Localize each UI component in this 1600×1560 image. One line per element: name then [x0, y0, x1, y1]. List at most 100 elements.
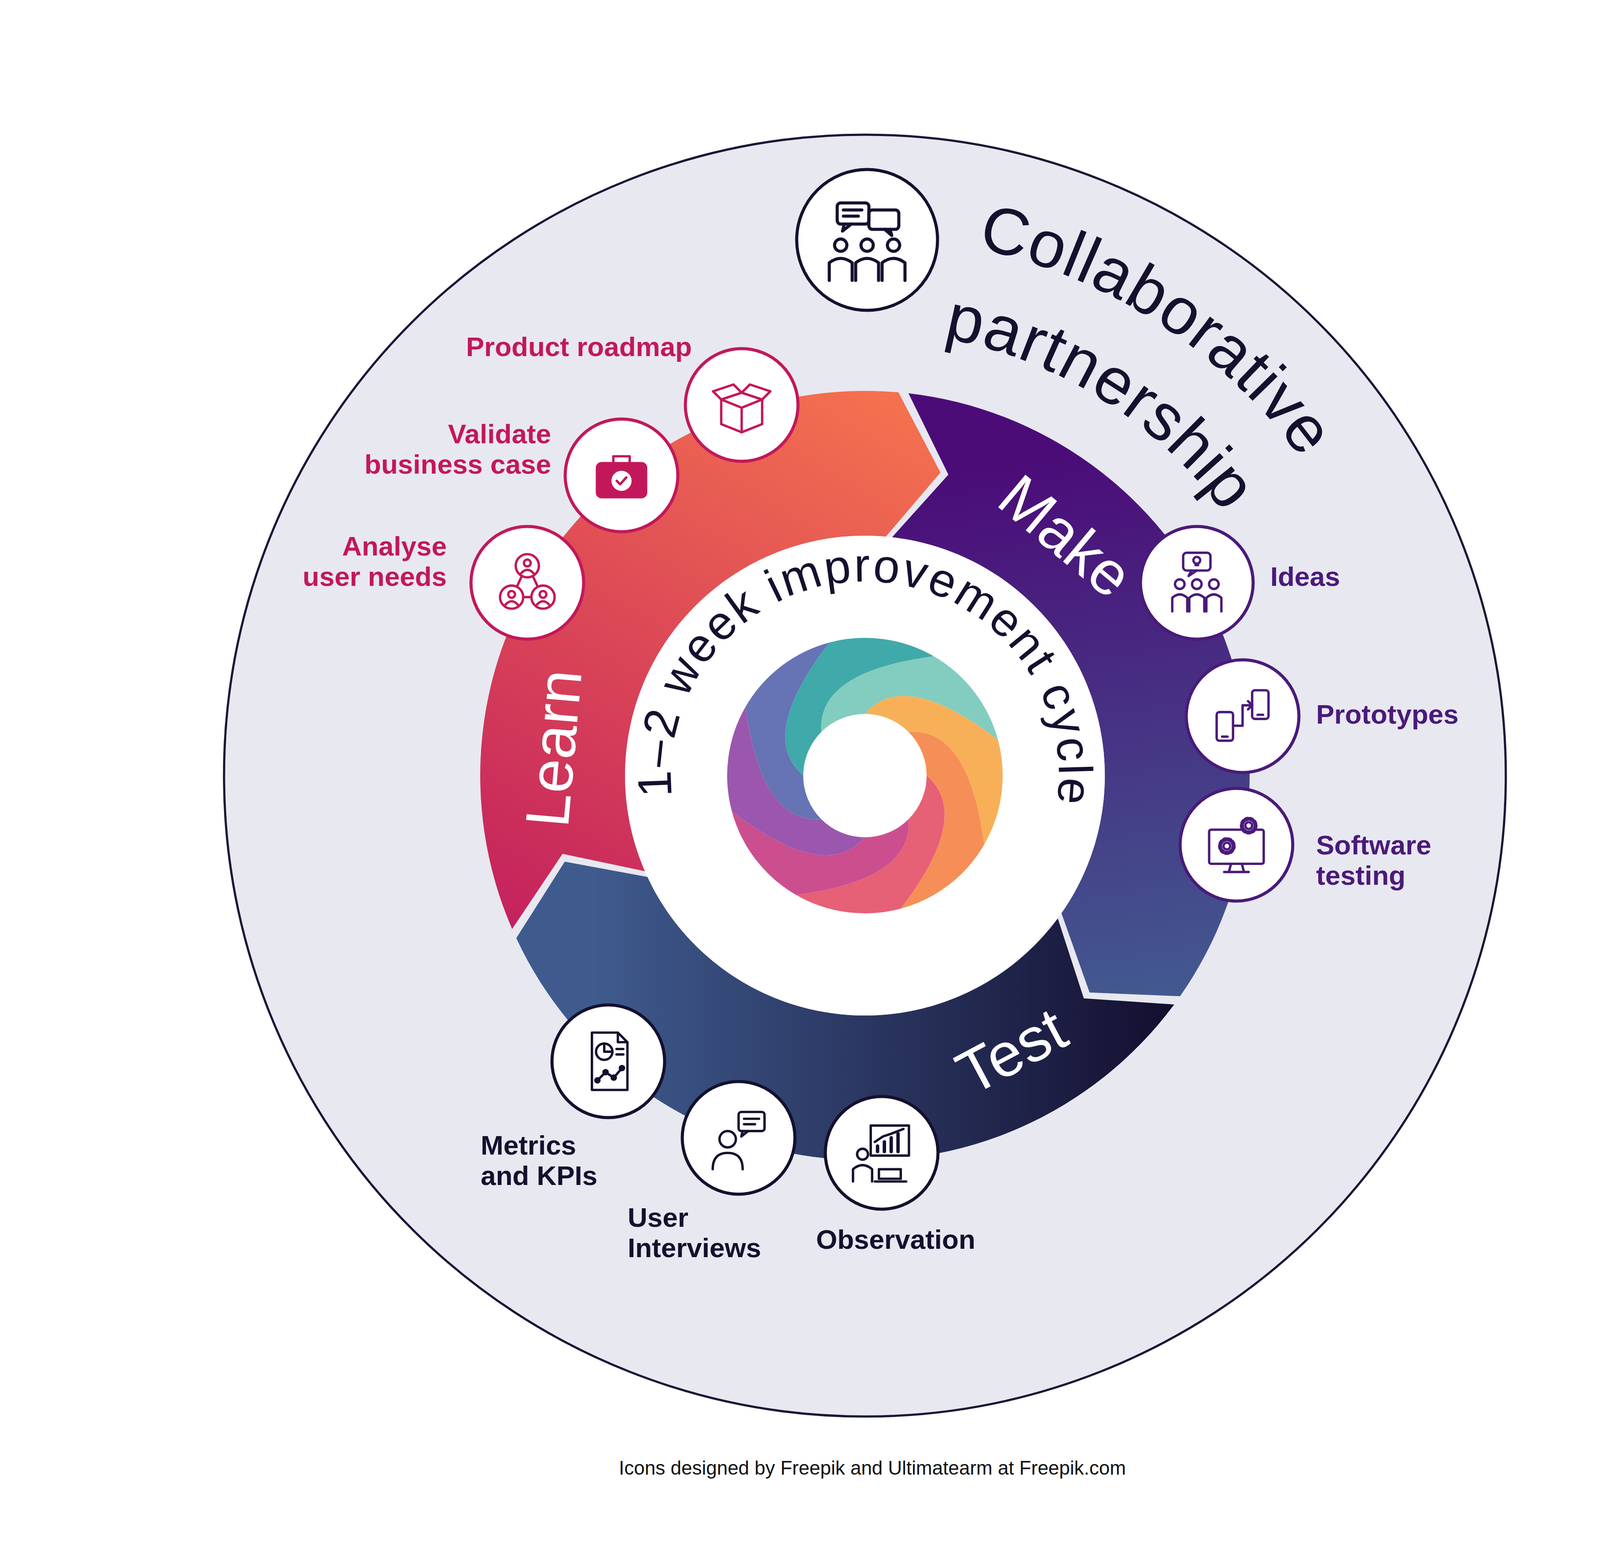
arc-letter: l — [1051, 763, 1100, 776]
hub-disc — [625, 535, 1105, 1016]
icon-circle: Metrics and KPIs — [550, 1003, 667, 1120]
icon-ring — [1180, 788, 1293, 902]
icon-stroke — [741, 1118, 759, 1137]
shape — [1184, 658, 1301, 775]
shape — [469, 524, 586, 641]
icon-stroke — [1191, 579, 1202, 589]
icon-interview — [712, 1111, 765, 1170]
icon-label: Ideas — [1270, 561, 1341, 592]
icon-stroke — [712, 1152, 743, 1170]
shape — [680, 1079, 797, 1196]
icon-label: Prototypes — [1316, 698, 1459, 730]
icon-stroke — [508, 591, 516, 599]
icon-stroke — [1241, 818, 1256, 833]
icon-stroke — [857, 1148, 869, 1160]
arc-letter: – — [630, 737, 681, 769]
outer-circle — [224, 134, 1506, 1417]
shape — [625, 535, 1105, 1016]
icon-label: Product roadmap — [466, 331, 692, 362]
icon-phones — [1216, 690, 1269, 741]
arc-letter: r — [853, 541, 871, 590]
arc-letter: p — [820, 541, 854, 593]
icon-stroke — [879, 1169, 902, 1179]
shape — [1178, 786, 1295, 903]
icon-ring — [1186, 659, 1299, 773]
icon-stroke — [505, 601, 518, 605]
icon-circle: Software testing — [1178, 786, 1295, 903]
icon-stroke — [1223, 842, 1231, 850]
icon-stroke — [595, 1078, 600, 1083]
icon-stroke — [875, 1129, 904, 1142]
icon-circle: Ideas — [1138, 524, 1255, 641]
icon-present — [853, 1125, 909, 1182]
arc-letter: e — [1049, 776, 1100, 807]
icon-stroke — [604, 1043, 624, 1055]
icon-people — [500, 554, 555, 609]
icon-stroke — [1245, 822, 1253, 830]
icon-stroke — [875, 1180, 907, 1183]
icon-stroke — [521, 570, 534, 574]
icon-stroke — [1183, 552, 1211, 571]
icon-stroke — [842, 209, 862, 232]
arc-letter: 2 — [634, 704, 688, 743]
icon-stroke — [500, 585, 524, 609]
icon-stroke — [597, 1068, 622, 1081]
segment-label: Learn — [516, 667, 592, 830]
icon-stroke — [713, 384, 771, 400]
icon-stroke — [1224, 863, 1249, 872]
icon-stroke — [721, 399, 763, 433]
icon-circle: Analyse user needs — [469, 524, 586, 641]
icon-label: Analyse user needs — [301, 530, 447, 593]
icon-label: Metrics and KPIs — [480, 1129, 599, 1192]
arc-letter: o — [871, 541, 903, 592]
icon-stroke — [611, 1075, 616, 1080]
icon-stroke — [537, 601, 550, 605]
icon-stroke — [1195, 563, 1199, 567]
icon-stroke — [855, 258, 879, 281]
icon-stroke — [1209, 579, 1219, 589]
icon-case — [596, 456, 647, 498]
icon-stroke — [517, 576, 538, 598]
cycle-hub: 1–2 week improvement cycle — [625, 535, 1105, 1016]
icon-ring — [825, 1096, 938, 1210]
icon-stroke — [829, 258, 853, 281]
icon-stroke — [884, 229, 892, 236]
icon-stroke — [603, 1070, 608, 1075]
icon-label: User Interviews — [627, 1202, 763, 1264]
icon-label: Validate business case — [363, 418, 552, 480]
icon-stroke — [515, 554, 540, 578]
icon-stroke — [1172, 594, 1188, 612]
arc-letter: 1 — [630, 769, 679, 799]
icon-report — [592, 1032, 628, 1090]
shape — [563, 417, 680, 534]
icon-stroke — [539, 591, 547, 599]
icon-stroke — [1209, 829, 1264, 865]
icon-circle: Observation — [823, 1094, 940, 1211]
icon-circle: Prototypes — [1184, 658, 1301, 775]
icon-stroke — [1189, 594, 1205, 612]
icon-monitor — [1209, 818, 1264, 872]
icon-stroke — [738, 1111, 765, 1131]
partnership-icon-circle — [796, 169, 938, 311]
arc-letter: c — [1048, 734, 1099, 764]
swirl-logo — [727, 637, 1003, 914]
icon-ring — [470, 526, 584, 640]
icon-stroke — [837, 202, 869, 225]
shape — [550, 1003, 667, 1120]
icon-ring — [565, 419, 678, 532]
icon-stroke — [834, 239, 847, 252]
icon-circle: Validate business case — [563, 417, 680, 534]
icon-stroke — [868, 209, 899, 230]
icon-stroke — [877, 1133, 899, 1152]
caption: Icons designed by Freepik and Ultimatear… — [618, 1456, 1126, 1479]
icon-stroke — [619, 1066, 624, 1071]
icon-ideas — [1172, 552, 1222, 612]
icon-stroke — [1174, 579, 1185, 589]
icon-stroke — [860, 239, 874, 252]
icon-stroke — [1220, 839, 1234, 854]
icon-ring — [551, 1004, 665, 1118]
shape — [1138, 524, 1255, 641]
icon-stroke — [1193, 556, 1201, 564]
icon-stroke — [616, 477, 627, 485]
